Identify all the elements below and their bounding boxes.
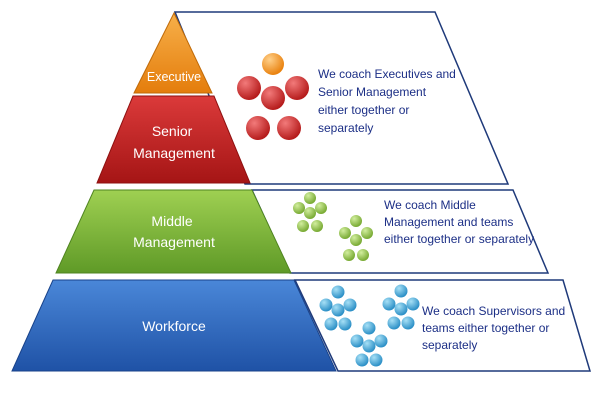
tier-label-middle: Middle Management xyxy=(133,213,215,250)
tier-workforce xyxy=(11,279,337,372)
tier-label-workforce: Workforce xyxy=(142,318,206,334)
description-executive: We coach Executives and Senior Managemen… xyxy=(318,67,459,135)
people-group-icon xyxy=(382,284,420,330)
tier-executive xyxy=(133,11,213,94)
tier-middle xyxy=(55,189,292,274)
people-group-icon xyxy=(350,321,388,367)
description-middle: We coach Middle Management and teams eit… xyxy=(384,198,534,246)
people-group-icon xyxy=(319,285,357,331)
people-group-icon xyxy=(293,192,327,232)
people-group-icon xyxy=(339,215,373,261)
tier-label-senior: Senior Management xyxy=(133,123,215,161)
people-group-icon xyxy=(237,53,309,140)
description-workforce: We coach Supervisors and teams either to… xyxy=(422,304,569,352)
tier-senior xyxy=(96,95,251,184)
tier-label-executive: Executive xyxy=(147,70,201,84)
